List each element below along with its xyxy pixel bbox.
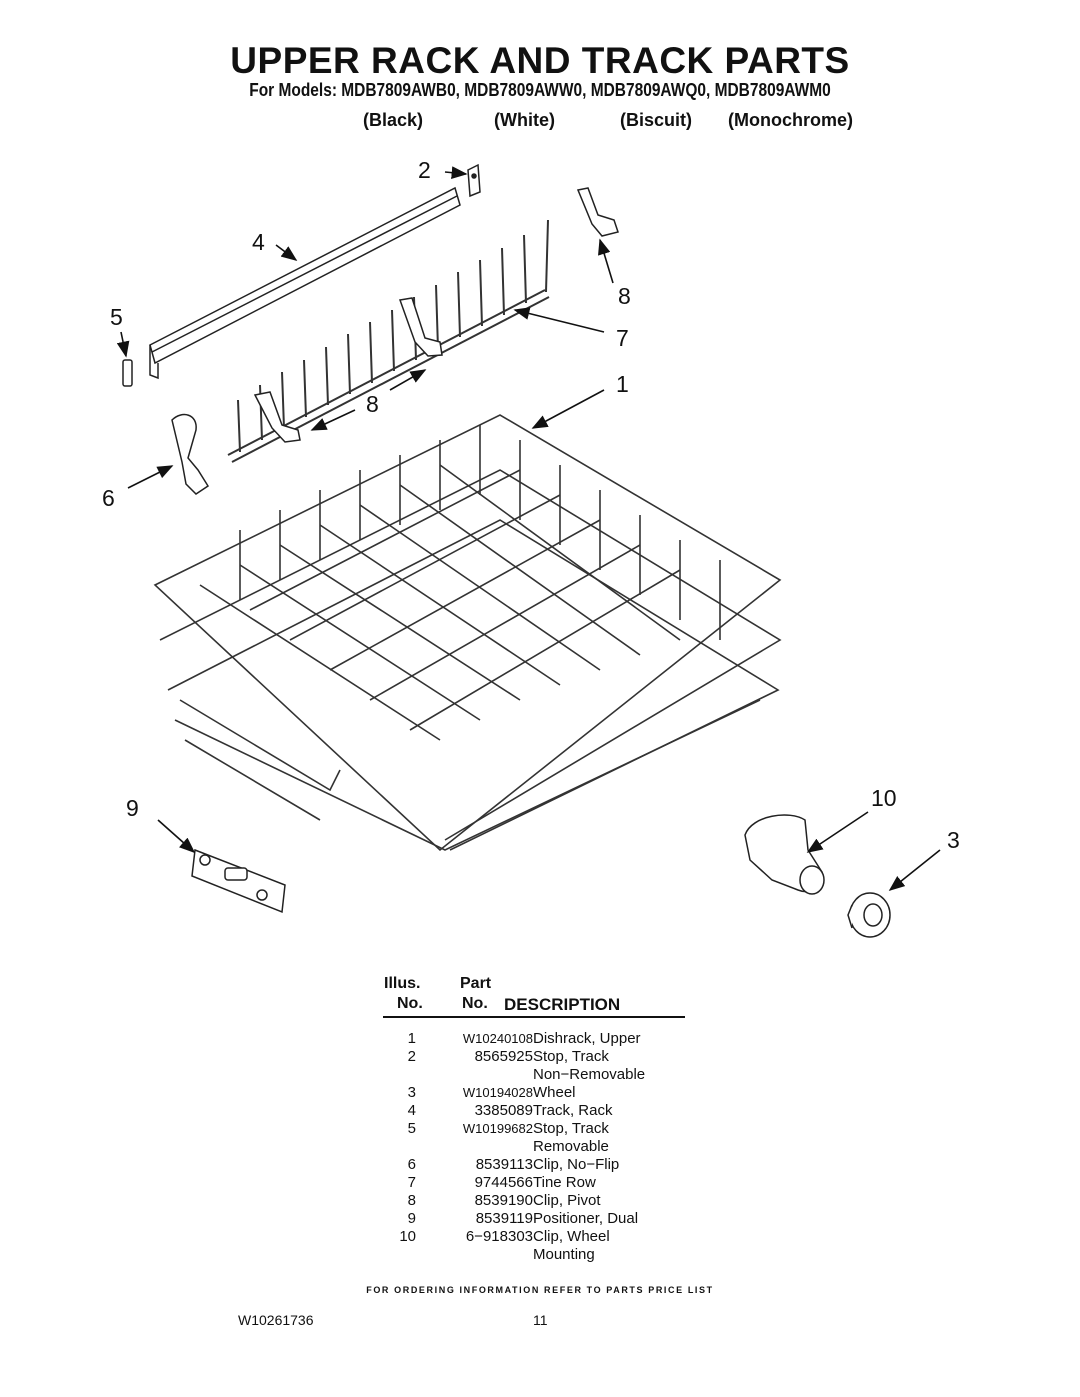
part-no: 8565925	[474, 1048, 533, 1065]
illus-no: 4	[407, 1102, 416, 1119]
removable-stop-part	[122, 359, 133, 387]
table-row: 10 6−918303 Clip, Wheel	[383, 1228, 723, 1246]
illus-no: 8	[407, 1192, 416, 1209]
table-row: 3 W10194028 Wheel	[383, 1084, 723, 1102]
part-description: Dishrack, Upper	[533, 1030, 641, 1047]
color-biscuit: (Biscuit)	[620, 110, 692, 130]
part-description: Stop, Track	[533, 1048, 609, 1065]
callout-8-mid: 8	[366, 391, 379, 417]
page-number: 11	[533, 1312, 548, 1328]
callout-2: 2	[418, 157, 431, 183]
track-rack-part	[149, 186, 461, 380]
part-no: 8539190	[474, 1192, 533, 1209]
illus-no: 7	[407, 1174, 416, 1191]
illus-no: 10	[399, 1228, 416, 1245]
part-description: Wheel	[533, 1084, 576, 1101]
table-row: 6 8539113 Clip, No−Flip	[383, 1156, 723, 1174]
illus-no: 5	[407, 1120, 416, 1137]
col-header-part: Part	[460, 975, 492, 992]
no-flip-clip-part	[171, 413, 210, 495]
callout-5: 5	[110, 304, 123, 330]
part-description: Mounting	[533, 1246, 595, 1263]
callout-3: 3	[947, 827, 960, 853]
ordering-note: FOR ORDERING INFORMATION REFER TO PARTS …	[366, 1285, 714, 1295]
dual-positioner-part	[191, 848, 286, 914]
callout-6: 6	[102, 485, 115, 511]
part-no: W10199682	[462, 1121, 533, 1136]
model-list: For Models: MDB7809AWB0, MDB7809AWW0, MD…	[249, 80, 831, 100]
part-no: 8539119	[475, 1210, 533, 1227]
illus-no: 1	[407, 1030, 416, 1047]
part-description: Non−Removable	[533, 1066, 646, 1083]
color-white: (White)	[494, 110, 555, 130]
illus-no: 2	[407, 1048, 416, 1065]
color-monochrome: (Monochrome)	[728, 110, 853, 130]
illus-no: 6	[407, 1156, 416, 1173]
callout-arrows	[116, 166, 941, 891]
callout-4: 4	[252, 229, 265, 255]
part-description: Clip, No−Flip	[533, 1156, 620, 1173]
part-no: 9744566	[474, 1174, 533, 1191]
callout-8-top: 8	[618, 283, 631, 309]
col-header-part-no: No.	[462, 995, 488, 1012]
document-number: W10261736	[238, 1312, 314, 1328]
part-description: Clip, Wheel	[533, 1228, 610, 1245]
callout-7: 7	[616, 325, 629, 351]
callout-1: 1	[616, 371, 629, 397]
illus-no: 3	[407, 1084, 416, 1101]
table-row: Non−Removable	[383, 1066, 723, 1084]
table-row: 9 8539119 Positioner, Dual	[383, 1210, 723, 1228]
part-description: Clip, Pivot	[533, 1192, 601, 1209]
part-no: 3385089	[474, 1102, 533, 1119]
table-row: 2 8565925 Stop, Track	[383, 1048, 723, 1066]
part-description: Positioner, Dual	[533, 1210, 639, 1227]
callout-9: 9	[126, 795, 139, 821]
table-row: 5 W10199682 Stop, Track	[383, 1120, 723, 1138]
part-description: Removable	[533, 1138, 609, 1155]
color-black: (Black)	[363, 110, 424, 130]
table-row: Mounting	[383, 1246, 723, 1264]
part-description: Stop, Track	[533, 1120, 609, 1137]
illus-no: 9	[407, 1210, 416, 1227]
page-title: UPPER RACK AND TRACK PARTS	[230, 40, 850, 81]
col-header-illus-no: No.	[397, 995, 423, 1012]
exploded-parts-diagram: 2 4 8 5 7 1 8 6 9 10 3	[102, 157, 960, 938]
wheel-clip-part	[744, 814, 825, 895]
wheel-part	[847, 892, 891, 938]
part-description: Track, Rack	[533, 1102, 613, 1119]
track-stop-part	[467, 163, 481, 198]
part-no: 6−918303	[465, 1228, 533, 1245]
table-row: 7 9744566 Tine Row	[383, 1174, 723, 1192]
pivot-clip-part	[253, 187, 619, 443]
part-no: W10240108	[462, 1031, 533, 1046]
table-row: 1 W10240108 Dishrack, Upper	[383, 1030, 723, 1048]
table-row: 8 8539190 Clip, Pivot	[383, 1192, 723, 1210]
col-header-illus: Illus.	[384, 975, 421, 992]
col-header-description: DESCRIPTION	[504, 995, 621, 1014]
table-header-rule	[383, 1016, 685, 1018]
table-row: Removable	[383, 1138, 723, 1156]
part-no: W10194028	[462, 1085, 533, 1100]
table-row: 4 3385089 Track, Rack	[383, 1102, 723, 1120]
part-description: Tine Row	[533, 1174, 596, 1191]
part-no: 8539113	[475, 1156, 533, 1173]
callout-10: 10	[871, 785, 897, 811]
upper-dishrack-part	[153, 414, 782, 852]
